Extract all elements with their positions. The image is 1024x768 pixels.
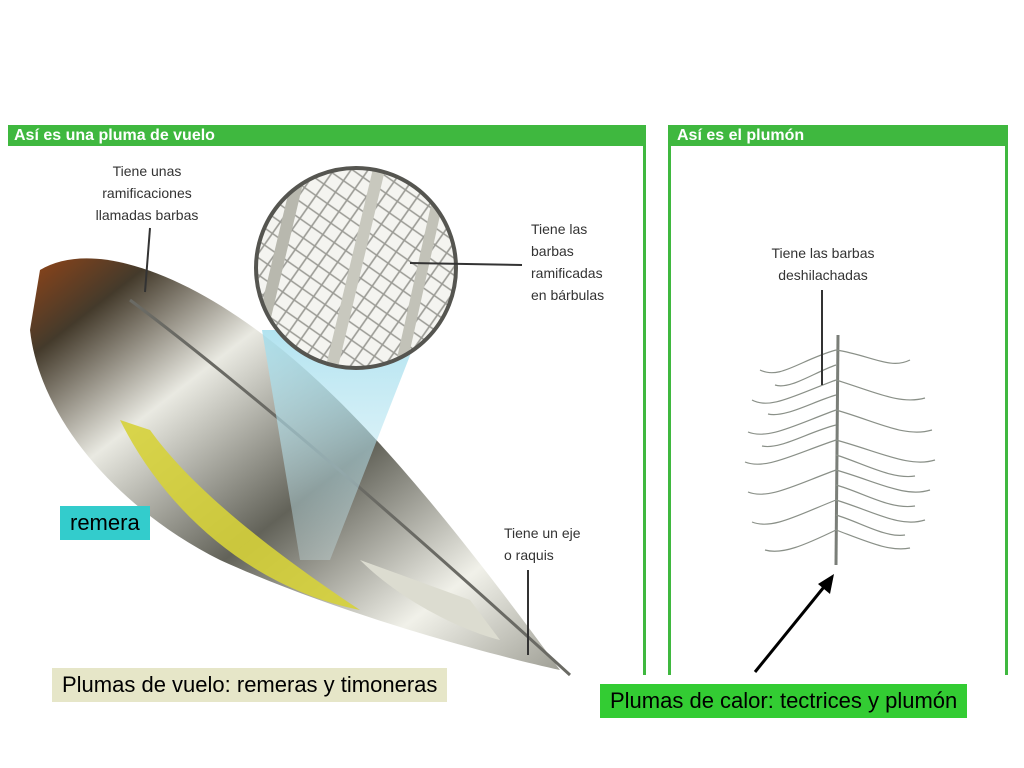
magnified-barbules — [254, 166, 458, 370]
annotation-deshilachadas: Tiene las barbas deshilachadas — [771, 245, 875, 283]
annotation-barbas: Tiene unas ramificaciones llamadas barba… — [95, 163, 199, 223]
down-feather-panel: Así es el plumón — [668, 125, 1008, 675]
down-feather — [744, 334, 936, 566]
flight-feather-panel: Así es una pluma de vuelo — [8, 125, 646, 675]
down-panel-title: Así es el plumón — [671, 125, 1005, 146]
magnifier-beam — [262, 330, 420, 560]
warm-feathers-caption: Plumas de calor: tectrices y plumón — [600, 684, 968, 718]
leader-line-barbas — [144, 227, 151, 293]
annotation-barbulas: Tiene las barbas ramificadas en bárbulas — [531, 221, 605, 303]
arrow-icon — [753, 574, 834, 673]
remera-label: remera — [60, 506, 150, 540]
leader-line-barbulas — [409, 262, 523, 266]
flight-feathers-caption: Plumas de vuelo: remeras y timoneras — [52, 668, 448, 702]
flight-panel-title: Así es una pluma de vuelo — [8, 125, 643, 146]
annotation-raquis: Tiene un eje o raquis — [504, 525, 581, 563]
